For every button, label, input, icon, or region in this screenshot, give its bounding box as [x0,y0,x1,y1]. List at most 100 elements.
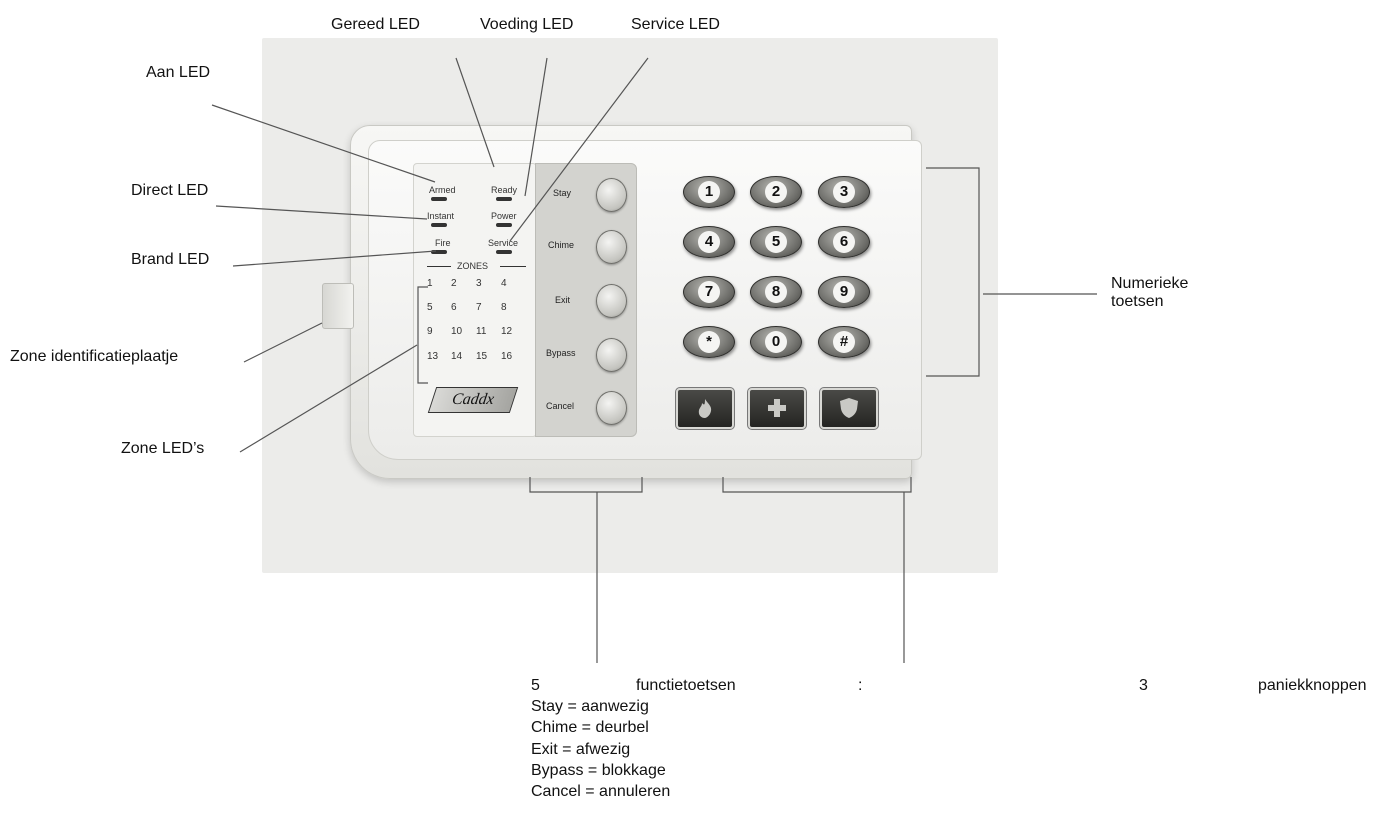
leader-service-led [509,57,649,242]
stay-button[interactable] [596,178,627,212]
key-7-label: 7 [698,281,720,303]
zone-number-15: 15 [476,351,488,362]
key-6[interactable]: 6 [818,226,870,258]
key-star[interactable]: * [683,326,735,358]
zones-rule-right [500,266,526,267]
fire-led [431,250,447,254]
fn-label-cancel: Cancel [546,401,575,411]
leader-voeding-led [524,57,548,197]
legend-fn-title: functietoetsen [636,677,736,694]
zone-number-10: 10 [451,326,463,337]
key-3-label: 3 [833,181,855,203]
zone-bracket [417,286,428,384]
cancel-button[interactable] [596,391,627,425]
legend-item-chime: Chime = deurbel [531,719,649,736]
legend-item-bypass: Bypass = blokkage [531,762,666,779]
chime-button[interactable] [596,230,627,264]
power-led [496,223,512,227]
legend-count-panic: 3 [1139,677,1148,694]
service-led [496,250,512,254]
side-tab [322,283,354,329]
leader-direct-led [215,205,428,220]
exit-button[interactable] [596,284,627,318]
callout-zone-leds: Zone LED’s [121,440,205,457]
callout-service-led: Service LED [631,16,720,33]
zone-number-11: 11 [476,326,487,337]
zone-number-14: 14 [451,351,463,362]
key-4-label: 4 [698,231,720,253]
label-instant: Instant [427,211,455,221]
fn-label-stay: Stay [553,188,572,198]
medical-cross-icon [768,399,786,417]
legend-panic-title: paniekknoppen [1258,677,1367,694]
callout-numeric-keys-1: Numerieke [1111,275,1189,292]
zones-title: ZONES [457,261,489,271]
key-8[interactable]: 8 [750,276,802,308]
label-fire: Fire [435,238,451,248]
fn-label-bypass: Bypass [546,348,576,358]
callout-brand-led: Brand LED [131,251,210,268]
key-9[interactable]: 9 [818,276,870,308]
key-2-label: 2 [765,181,787,203]
label-ready: Ready [491,185,518,195]
key-1-label: 1 [698,181,720,203]
zone-number-7: 7 [476,302,482,313]
fire-icon [698,399,712,418]
zones-rule-left [427,266,451,267]
zone-number-3: 3 [476,278,482,289]
leader-zone-plate [243,322,323,363]
callout-zone-plate: Zone identificatieplaatje [10,348,179,365]
key-3[interactable]: 3 [818,176,870,208]
callout-direct-led: Direct LED [131,182,209,199]
callout-voeding-led: Voeding LED [480,16,574,33]
label-armed: Armed [429,185,456,195]
legend-item-stay: Stay = aanwezig [531,698,649,715]
callout-aan-led: Aan LED [146,64,211,81]
key-4[interactable]: 4 [683,226,735,258]
zone-number-12: 12 [501,326,513,337]
key-0-label: 0 [765,331,787,353]
bypass-button[interactable] [596,338,627,372]
zone-number-8: 8 [501,302,507,313]
key-star-label: * [698,331,720,353]
leader-zone-leds [239,344,418,453]
key-5[interactable]: 5 [750,226,802,258]
zone-number-9: 9 [427,326,433,337]
zone-number-2: 2 [451,278,457,289]
zone-number-1: 1 [427,278,433,289]
armed-led [431,197,447,201]
leader-gereed-led [455,57,495,168]
key-1[interactable]: 1 [683,176,735,208]
fn-label-chime: Chime [548,240,575,250]
label-service: Service [488,238,519,248]
key-5-label: 5 [765,231,787,253]
zone-number-5: 5 [427,302,433,313]
panic-police-button[interactable] [819,387,879,430]
numeric-keys-bracket [926,167,980,377]
key-hash-label: # [833,331,855,353]
ready-led [496,197,512,201]
panic-keys-bracket [722,477,912,493]
key-0[interactable]: 0 [750,326,802,358]
key-9-label: 9 [833,281,855,303]
key-2[interactable]: 2 [750,176,802,208]
key-8-label: 8 [765,281,787,303]
key-6-label: 6 [833,231,855,253]
legend-count-fn: 5 [531,677,540,694]
zone-number-13: 13 [427,351,439,362]
leader-brand-led [232,250,437,267]
fn-label-exit: Exit [555,295,571,305]
zone-number-16: 16 [501,351,513,362]
label-power: Power [491,211,517,221]
legend-separator: : [858,677,863,694]
leader-aan-led [211,104,436,183]
panic-medical-button[interactable] [747,387,807,430]
panic-fire-button[interactable] [675,387,735,430]
key-7[interactable]: 7 [683,276,735,308]
legend-item-exit: Exit = afwezig [531,741,631,758]
legend-item-cancel: Cancel = annuleren [531,783,671,800]
instant-led [431,223,447,227]
key-hash[interactable]: # [818,326,870,358]
zone-number-6: 6 [451,302,457,313]
